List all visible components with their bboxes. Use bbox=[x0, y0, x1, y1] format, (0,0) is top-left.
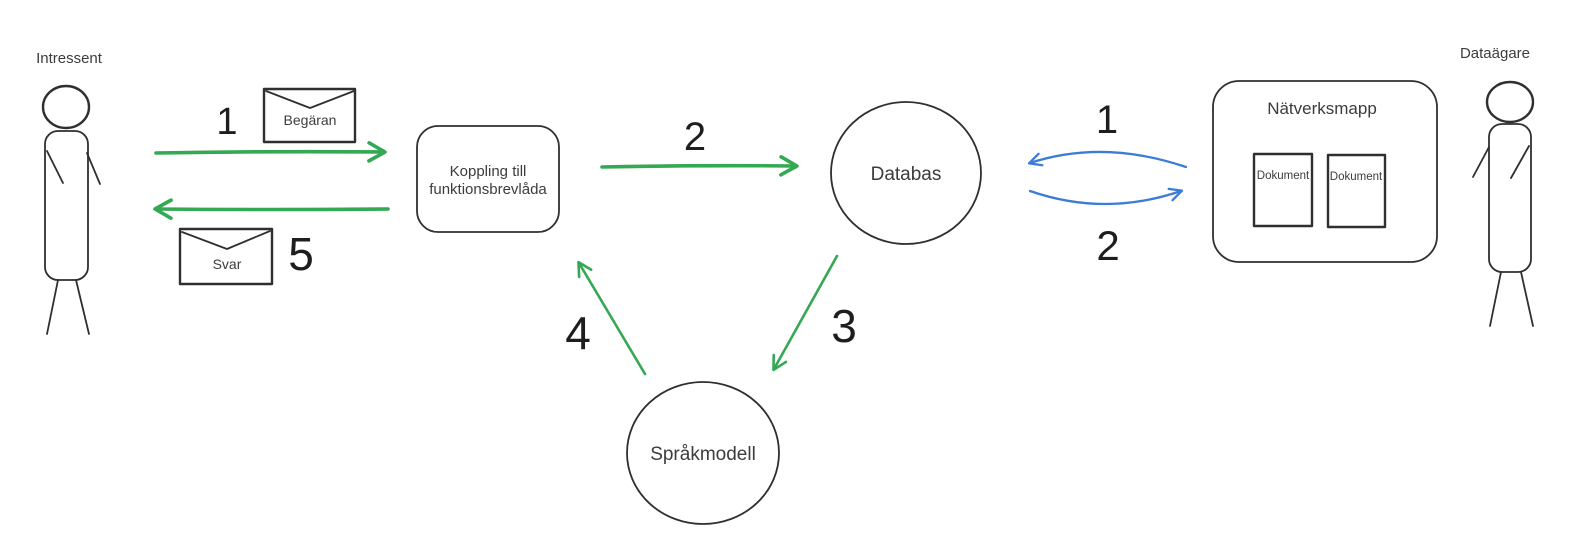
flow-blue-sync: 1 2 bbox=[1027, 98, 1188, 269]
person-icon bbox=[41, 84, 101, 335]
document-1-label: Dokument bbox=[1257, 170, 1310, 182]
databas-circle bbox=[830, 101, 982, 245]
document-2-box bbox=[1326, 153, 1387, 229]
person-body bbox=[1488, 123, 1532, 273]
person-arm-right bbox=[86, 152, 101, 185]
node-sprakmodell: Språkmodell bbox=[626, 381, 780, 525]
step-2-label: 2 bbox=[684, 115, 706, 159]
blue-step-2-label: 2 bbox=[1096, 222, 1119, 269]
node-koppling: Koppling till funktionsbrevlåda bbox=[416, 125, 560, 233]
document-1-box bbox=[1252, 152, 1314, 228]
sprakmodell-label: Språkmodell bbox=[650, 444, 756, 465]
arrow-step2-green bbox=[600, 155, 799, 177]
koppling-box bbox=[416, 125, 560, 233]
actor-dataagare: Dataägare bbox=[1460, 45, 1535, 327]
envelope-flap bbox=[265, 90, 355, 109]
arrow-step3-green bbox=[772, 254, 839, 372]
node-databas: Databas bbox=[830, 101, 982, 245]
document-icon: Dokument bbox=[1252, 152, 1314, 228]
step-4-label: 4 bbox=[565, 307, 591, 359]
envelope-begaran-label: Begäran bbox=[284, 112, 337, 128]
envelope-flap bbox=[181, 230, 271, 250]
arrow-step1-green bbox=[154, 141, 387, 163]
koppling-label-line1: Koppling till bbox=[450, 163, 527, 180]
actor-intressent-label: Intressent bbox=[36, 50, 103, 67]
person-leg-left bbox=[1489, 271, 1502, 327]
natverksmapp-box bbox=[1212, 80, 1438, 263]
node-natverksmapp: Nätverksmapp Dokument Dokument bbox=[1212, 80, 1438, 263]
envelope-body bbox=[178, 227, 274, 286]
step-1-label: 1 bbox=[216, 101, 237, 143]
person-arm-left bbox=[1472, 146, 1490, 178]
envelope-svar-label: Svar bbox=[213, 256, 242, 272]
flow-step-2: 2 bbox=[600, 115, 799, 177]
document-icon: Dokument bbox=[1326, 153, 1387, 229]
arrow-blue-2 bbox=[1028, 187, 1184, 206]
person-head bbox=[1485, 80, 1535, 124]
step-5-label: 5 bbox=[288, 228, 314, 280]
flow-step-4: 4 bbox=[565, 260, 647, 376]
person-arm-left bbox=[46, 150, 64, 184]
envelope-body bbox=[262, 87, 357, 144]
natverksmapp-label: Nätverksmapp bbox=[1267, 99, 1377, 118]
flow-step-3: 3 bbox=[772, 254, 857, 372]
envelope-icon: Svar bbox=[178, 227, 274, 286]
actor-dataagare-label: Dataägare bbox=[1460, 45, 1530, 62]
arrow-blue-1 bbox=[1027, 150, 1188, 169]
sprakmodell-circle bbox=[626, 381, 780, 525]
person-leg-left bbox=[46, 279, 59, 335]
arrow-step5-green bbox=[153, 198, 390, 220]
blue-step-1-label: 1 bbox=[1096, 98, 1118, 142]
flow-step-1-request: 1 Begäran bbox=[154, 87, 387, 163]
flow-step-5-reply: Svar 5 bbox=[153, 198, 390, 286]
person-arm-right bbox=[1510, 145, 1530, 179]
actor-intressent: Intressent bbox=[36, 50, 103, 335]
person-leg-right bbox=[1520, 271, 1534, 327]
step-3-label: 3 bbox=[831, 300, 857, 352]
person-body bbox=[44, 130, 89, 281]
document-2-label: Dokument bbox=[1330, 171, 1383, 183]
koppling-label-line2: funktionsbrevlåda bbox=[429, 181, 547, 198]
person-head bbox=[41, 84, 91, 130]
arrow-step4-green bbox=[577, 260, 647, 376]
person-leg-right bbox=[75, 279, 90, 335]
databas-label: Databas bbox=[871, 164, 942, 185]
envelope-icon: Begäran bbox=[262, 87, 357, 144]
person-icon bbox=[1472, 80, 1535, 327]
